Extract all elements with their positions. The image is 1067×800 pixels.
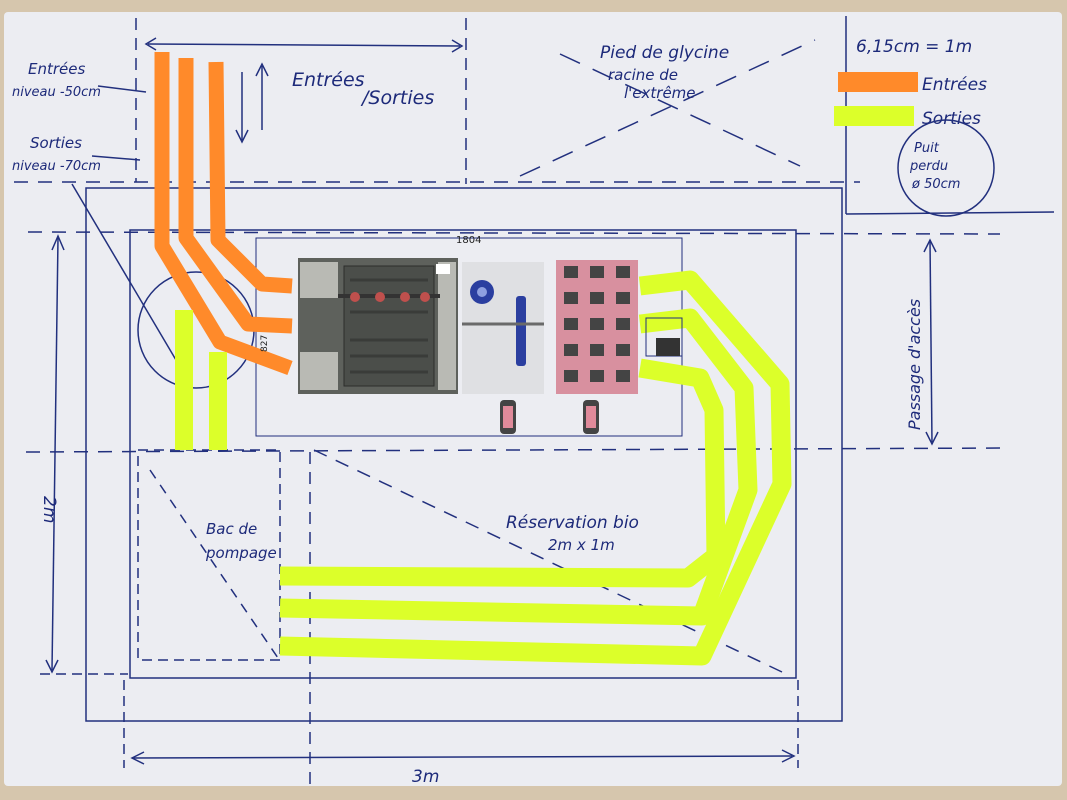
- dimension-arrows: [45, 37, 939, 765]
- glycine-cross: [519, 39, 816, 177]
- legend-scale: 6,15cm = 1m: [856, 37, 972, 57]
- bac-label: Bac de: [206, 520, 257, 538]
- height-arrow: [51, 237, 59, 671]
- arrow-head: [923, 238, 937, 253]
- width-label: 3m: [412, 767, 439, 787]
- pointer-line: [71, 183, 177, 361]
- entrees-sorties-label-2: /Sorties: [360, 87, 434, 109]
- arrow-head: [925, 431, 939, 446]
- entrees-level-value: niveau -50cm: [12, 85, 101, 100]
- sorties-level-value: niveau -70cm: [12, 159, 101, 174]
- aeration-slots: [564, 266, 630, 382]
- arrow-head: [781, 749, 796, 763]
- legend-entrees-label: Entrées: [922, 75, 987, 95]
- top-width-arrow: [147, 43, 461, 47]
- reservation-size: 2m x 1m: [548, 536, 615, 554]
- glycine-label: Pied de glycine: [600, 43, 729, 63]
- dimension-side: 827: [260, 335, 270, 352]
- glycine-label-3: l'extrême: [624, 84, 696, 102]
- annotations: Entrées niveau -50cm Sorties niveau -70c…: [12, 43, 924, 787]
- height-label: 2m: [39, 496, 59, 523]
- passage-arrow: [929, 239, 933, 445]
- sorties-level-label: Sorties: [30, 134, 82, 152]
- puits-label: Puit: [914, 141, 940, 156]
- puits-perdu-circle: [897, 119, 995, 217]
- arrow-head: [51, 234, 65, 251]
- pumping-tank-outline: [137, 449, 281, 661]
- legend-sorties-swatch: [834, 106, 914, 126]
- tank-foot-pad: [586, 406, 596, 428]
- pointer-line: [97, 85, 147, 93]
- arrow-head: [235, 129, 249, 144]
- tank-valve: [375, 292, 385, 302]
- entrees-sorties-label: Entrées: [292, 69, 365, 91]
- tank-compartment: [438, 262, 456, 390]
- uv-lamp: [516, 296, 526, 366]
- inlet-pipe: [154, 52, 293, 376]
- tank-compartment: [300, 352, 338, 390]
- outlet-pipe: [279, 270, 792, 666]
- inlet-pipe: [208, 61, 293, 294]
- passage-label: Passage d'accès: [905, 299, 924, 430]
- dimension-top: 1804: [456, 235, 481, 246]
- outer-boundary: [85, 187, 843, 722]
- legend-sorties-label: Sorties: [922, 109, 981, 129]
- puits-label-2: perdu: [909, 159, 948, 174]
- control-unit: [656, 338, 680, 356]
- ink-outlines: [14, 16, 1055, 790]
- tank-compartment: [300, 262, 338, 298]
- tank-grid: [343, 265, 435, 387]
- tank-valve: [350, 292, 360, 302]
- paper-sheet: [4, 12, 1062, 786]
- outlet-pipe: [279, 358, 726, 588]
- glycine-cross: [559, 53, 801, 167]
- puits-diameter: ø 50cm: [911, 177, 960, 192]
- legend-entrees-swatch: [838, 72, 918, 92]
- arrow-head: [45, 659, 59, 674]
- reservation-top-edge: [25, 447, 1011, 453]
- septic-tank-image: [298, 258, 638, 434]
- pumping-tank-diagonal: [149, 469, 279, 659]
- tank-marker: [436, 264, 450, 274]
- pump-hub: [477, 287, 487, 297]
- entrees-level-label: Entrées: [28, 60, 85, 78]
- reservation-label: Réservation bio: [506, 513, 639, 533]
- arrow-head: [451, 39, 464, 53]
- inlet-pipes: [154, 52, 293, 376]
- glycine-label-2: racine de: [608, 66, 678, 84]
- arrow-head: [144, 37, 157, 51]
- inner-boundary: [129, 229, 797, 679]
- arrow-head: [255, 62, 269, 77]
- tank-valve: [420, 292, 430, 302]
- bac-label-2: pompage: [205, 544, 277, 562]
- width-arrow: [131, 755, 793, 759]
- legend: 6,15cm = 1m Entrées Sorties Puit perdu ø…: [834, 37, 995, 217]
- top-dashed-line: [27, 231, 1001, 235]
- filter-module: [462, 262, 544, 394]
- tank-valve: [400, 292, 410, 302]
- tank-foot-pad: [503, 406, 513, 428]
- inlet-pipe: [178, 58, 293, 334]
- legend-border: [845, 211, 1055, 215]
- arrow-head: [130, 751, 145, 765]
- pointer-line: [91, 155, 141, 161]
